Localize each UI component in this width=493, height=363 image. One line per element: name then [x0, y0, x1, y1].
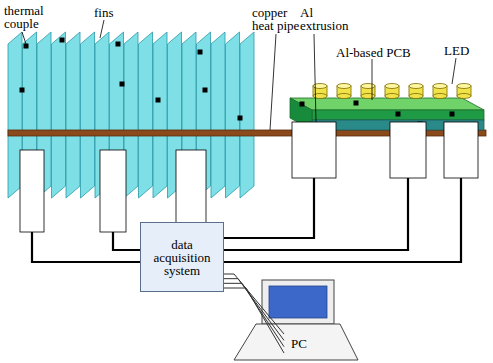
- led: [433, 84, 447, 99]
- led: [337, 84, 351, 99]
- part-label: LED: [444, 44, 484, 57]
- led: [385, 84, 399, 99]
- part-label: fins: [94, 6, 134, 19]
- thermocouple-point: [300, 102, 305, 107]
- fin-plate: [226, 32, 240, 198]
- led-array: [313, 84, 471, 99]
- node-text: data acquisition system: [145, 238, 219, 277]
- heat-sink-fins: [8, 32, 254, 198]
- thermocouple-wires: [32, 178, 461, 262]
- part-label: Al-based PCB: [336, 46, 432, 59]
- thermocouple-point: [238, 116, 243, 121]
- thermocouple-point: [120, 82, 125, 87]
- thermocouple-point: [24, 44, 29, 49]
- led: [361, 84, 375, 99]
- daq-box: data acquisition system: [140, 222, 224, 292]
- thermocouple-point: [450, 112, 455, 117]
- part-label: Al extrusion: [300, 6, 360, 32]
- thermocouple-points: [20, 38, 455, 127]
- fin-plate: [81, 32, 95, 198]
- fin-plate: [66, 32, 80, 198]
- fin-plate: [153, 32, 167, 198]
- fin-plate: [240, 32, 254, 198]
- node-text: PC: [286, 337, 312, 350]
- thermocouple-point: [354, 101, 359, 106]
- thermocouple-point: [396, 112, 401, 117]
- thermocouple-point: [203, 88, 208, 93]
- thermocouple-point: [20, 88, 25, 93]
- fin-plate: [52, 32, 66, 198]
- fin-plate: [211, 32, 225, 198]
- led: [457, 84, 471, 99]
- led: [409, 84, 423, 99]
- thermocouple-point: [198, 50, 203, 55]
- thermocouple-point: [116, 42, 121, 47]
- leader-lines: [22, 20, 456, 130]
- fin-plate: [139, 32, 153, 198]
- thermocouple-point: [60, 38, 65, 43]
- pc-label-box: PC: [284, 330, 314, 357]
- thermocouple-point: [156, 98, 161, 103]
- thermocouple-probes: [20, 122, 478, 232]
- laptop: [234, 280, 358, 360]
- part-label: thermal couple: [4, 4, 60, 30]
- data-cable: [224, 288, 284, 353]
